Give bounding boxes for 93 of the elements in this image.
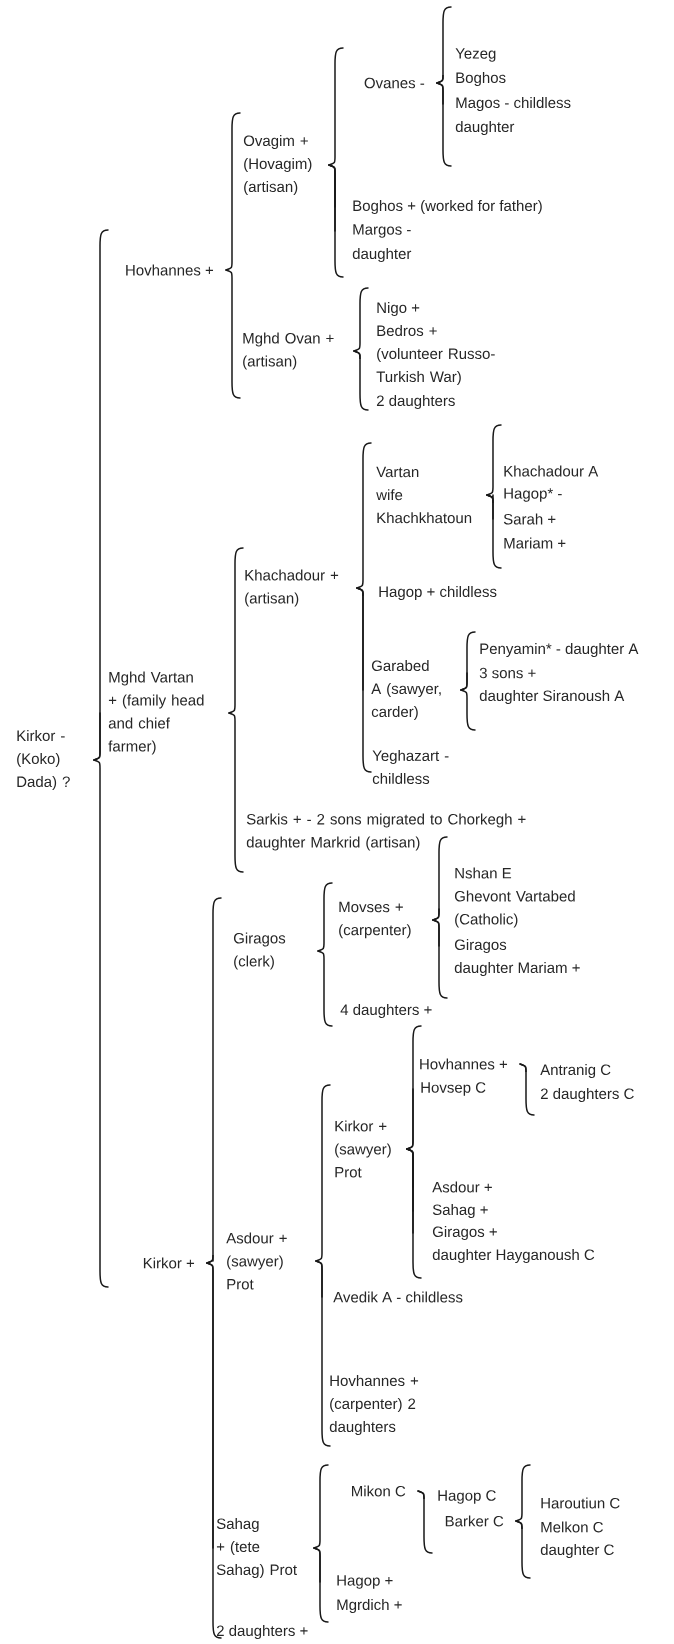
brace xyxy=(515,1464,531,1522)
name-entry: Nigo + xyxy=(377,302,420,316)
name-entry: Penyamin* - daughter A xyxy=(480,643,639,657)
brace xyxy=(93,712,101,761)
name-entry: Avedik A - childless xyxy=(333,1291,463,1303)
name-entry: Mikon C xyxy=(352,1485,406,1497)
name-entry: Ovagim + (Hovagim) (artisan) xyxy=(243,135,312,195)
name-entry: Movses + (carpenter) xyxy=(339,901,411,939)
name-entry: Hovsep C xyxy=(421,1082,486,1096)
name-entry: Giragos + xyxy=(432,1226,497,1240)
name-entry: daughter Hayganoush C xyxy=(432,1249,595,1263)
name-entry: Ghevont Vartabed (Catholic) xyxy=(454,890,575,928)
name-entry: Antranig C xyxy=(540,1064,611,1078)
name-entry: 3 sons + xyxy=(479,667,536,679)
name-entry: Hagop + xyxy=(337,1575,393,1589)
brace xyxy=(315,1260,331,1447)
brace xyxy=(356,442,372,589)
name-entry: Yezeg xyxy=(455,48,496,62)
name-entry: Mghd Ovan + (artisan) xyxy=(243,332,334,370)
brace xyxy=(406,1148,422,1279)
name-entry: Kirkor + xyxy=(143,1257,195,1269)
brace xyxy=(353,350,369,411)
brace xyxy=(432,919,448,999)
brace xyxy=(317,882,333,952)
name-entry: Giragos xyxy=(454,939,507,953)
name-entry: Kirkor + (sawyer) Prot xyxy=(335,1120,391,1178)
brace xyxy=(356,587,372,773)
brace xyxy=(460,689,476,731)
name-entry: daughter xyxy=(352,248,412,262)
brace xyxy=(317,950,333,1027)
name-entry: Hovhannes + (carpenter) 2 daughters xyxy=(329,1375,419,1435)
name-entry: Sahag + xyxy=(432,1204,488,1218)
name-entry: Hovhannes + xyxy=(420,1058,507,1070)
name-entry: Hagop C xyxy=(438,1490,496,1504)
brace xyxy=(406,1088,414,1150)
name-entry: 4 daughters + xyxy=(340,1004,432,1018)
name-entry: Haroutiun C xyxy=(541,1497,620,1509)
brace xyxy=(515,1520,531,1579)
name-entry: Nshan E xyxy=(455,867,512,879)
name-entry: Mariam + xyxy=(504,537,566,549)
name-entry: Vartan wife Khachkhatoun xyxy=(376,466,472,524)
name-entry: Hagop + childless xyxy=(379,586,497,600)
name-entry: Boghos xyxy=(456,72,506,86)
brace xyxy=(206,1262,222,1639)
name-entry: Sahag + (tete Sahag) Prot xyxy=(216,1518,297,1578)
brace xyxy=(228,547,244,714)
brace xyxy=(328,47,344,166)
brace xyxy=(432,908,440,921)
brace xyxy=(436,82,452,167)
name-entry: Boghos + (worked for father) xyxy=(353,200,542,214)
name-entry: Khachadour A xyxy=(504,465,599,477)
name-entry: Sarkis + - 2 sons migrated to Chorkegh + daughter Markrid (artisan) xyxy=(246,813,526,851)
name-entry: 2 daughters C xyxy=(540,1088,634,1102)
brace xyxy=(353,287,369,352)
name-entry: Garabed A (sawyer, carder) xyxy=(371,660,441,720)
name-entry: Mghd Vartan + (family head and chief farmer) xyxy=(108,671,204,755)
brace xyxy=(225,112,241,271)
brace xyxy=(486,494,502,569)
name-entry: Sarah + xyxy=(503,513,556,525)
brace xyxy=(228,712,244,873)
brace xyxy=(93,759,109,1288)
name-entry: Margos - xyxy=(353,224,411,238)
name-entry: Asdour + (sawyer) Prot xyxy=(226,1232,287,1290)
name-entry: Mgrdich + xyxy=(337,1599,402,1613)
name-entry: Giragos (clerk) xyxy=(233,932,286,970)
brace xyxy=(315,1084,331,1262)
brace xyxy=(436,74,444,84)
name-entry: Hovhannes + xyxy=(126,264,213,276)
brace xyxy=(206,1254,214,1264)
name-entry: Kirkor - (Koko) Dada) ? xyxy=(17,730,70,790)
brace xyxy=(313,1464,329,1549)
brace xyxy=(313,1547,329,1623)
name-entry: Barker C xyxy=(445,1515,504,1527)
name-entry: Magos - childless xyxy=(456,97,571,111)
name-entry: Yeghazart - childless xyxy=(372,750,449,784)
brace xyxy=(417,1490,433,1554)
name-entry: Khachadour + (artisan) xyxy=(245,569,339,607)
brace xyxy=(328,164,344,278)
name-entry: daughter Mariam + xyxy=(454,962,580,976)
name-entry: Hagop* - xyxy=(504,488,562,502)
brace xyxy=(460,672,468,691)
name-entry: 2 daughters xyxy=(376,395,455,409)
name-entry: daughter C xyxy=(540,1544,614,1558)
name-entry: Bedros + (volunteer Russo-Turkish War) xyxy=(376,325,495,385)
brace xyxy=(486,424,502,496)
brace xyxy=(225,269,241,399)
brace xyxy=(519,1063,535,1116)
name-entry: Melkon C xyxy=(541,1521,603,1533)
name-entry: daughter Siranoush A xyxy=(479,690,625,704)
name-entry: Ovanes - xyxy=(364,77,425,89)
name-entry: daughter xyxy=(455,121,515,135)
name-entry: Asdour + xyxy=(432,1181,492,1193)
name-entry: 2 daughters + xyxy=(216,1625,308,1639)
